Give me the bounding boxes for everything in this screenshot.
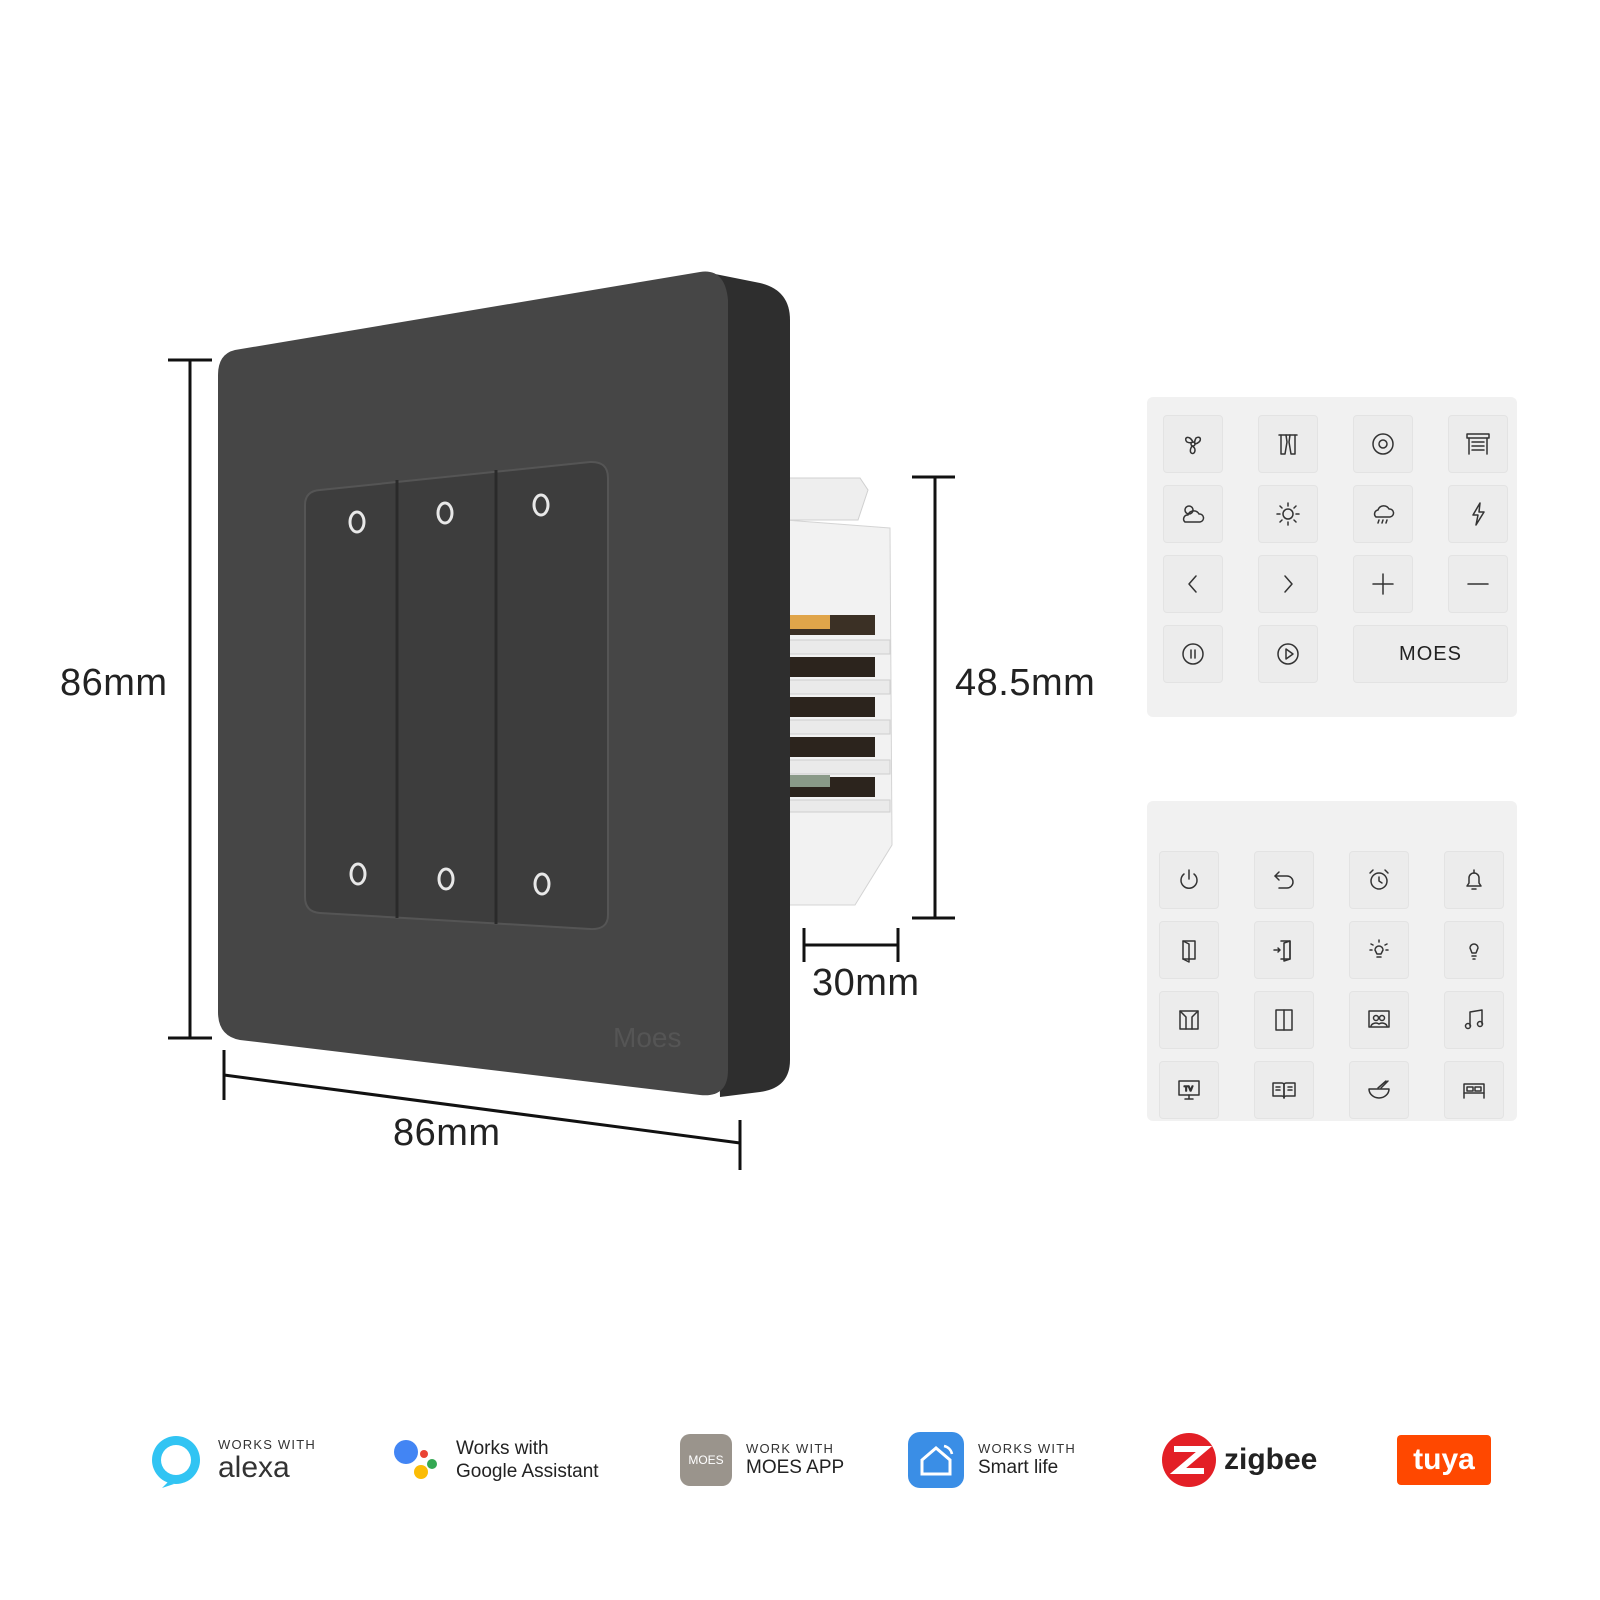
bulb-icon: [1444, 921, 1504, 979]
door-open-icon: [1159, 921, 1219, 979]
moes-main-text: MOES APP: [746, 1457, 845, 1478]
minus-icon: [1448, 555, 1508, 613]
dimension-lines: [168, 358, 955, 1170]
smart-life-badge: WORKS WITH Smart life: [908, 1410, 1076, 1510]
window-icon: [1159, 991, 1219, 1049]
play-icon: [1258, 625, 1318, 683]
alexa-top-text: WORKS WITH: [218, 1436, 316, 1452]
chevron-left-icon: [1163, 555, 1223, 613]
compatibility-badges: WORKS WITH alexa Works with Google Assis…: [0, 1410, 1600, 1510]
alexa-badge: WORKS WITH alexa: [148, 1410, 316, 1510]
switch-button-3[interactable]: [532, 493, 551, 896]
indicator-ring: [437, 867, 455, 891]
switch-button-2[interactable]: [436, 501, 455, 891]
chevron-right-icon: [1258, 555, 1318, 613]
google-main-text: Google Assistant: [456, 1461, 599, 1482]
indicator-ring: [349, 862, 367, 886]
switch-button-1[interactable]: [348, 510, 367, 886]
alarm-clock-icon: [1349, 851, 1409, 909]
smartlife-main-text: Smart life: [978, 1457, 1059, 1478]
google-top-text: Works with: [456, 1438, 549, 1459]
google-assistant-badge: Works with Google Assistant: [390, 1410, 599, 1510]
music-icon: [1444, 991, 1504, 1049]
svg-text:TV: TV: [1184, 1086, 1193, 1093]
plus-icon: [1353, 555, 1413, 613]
target-icon: [1353, 415, 1413, 473]
moes-app-icon: MOES: [680, 1434, 732, 1486]
curtain-icon: [1258, 415, 1318, 473]
rain-icon: [1353, 485, 1413, 543]
indicator-ring: [436, 501, 454, 525]
depth-label: 30mm: [812, 962, 920, 1004]
zigbee-text: zigbee: [1224, 1443, 1318, 1476]
moes-logo-key: MOES: [1353, 625, 1508, 683]
bulb-bright-icon: [1349, 921, 1409, 979]
zigbee-badge: zigbee: [1160, 1410, 1317, 1510]
lightning-icon: [1448, 485, 1508, 543]
alexa-main-text: alexa: [218, 1450, 290, 1484]
panel-icon: [1254, 991, 1314, 1049]
tv-icon: TV: [1159, 1061, 1219, 1119]
sun-icon: [1258, 485, 1318, 543]
icon-sticker-sheet-top: MOES: [1147, 397, 1517, 717]
back-module: [784, 477, 893, 906]
module-height-label: 48.5mm: [955, 662, 1096, 704]
bed-icon: [1444, 1061, 1504, 1119]
smartlife-top-text: WORKS WITH: [978, 1441, 1076, 1456]
indicator-ring: [533, 872, 551, 896]
cloudy-icon: [1163, 485, 1223, 543]
moes-app-badge: MOES WORK WITH MOES APP: [680, 1410, 844, 1510]
pause-icon: [1163, 625, 1223, 683]
zigbee-icon: [1162, 1433, 1216, 1487]
height-label: 86mm: [60, 662, 168, 704]
smart-life-icon: [908, 1432, 964, 1488]
moes-top-text: WORK WITH: [746, 1441, 835, 1456]
garage-icon: [1448, 415, 1508, 473]
icon-sticker-sheet-bottom: TV: [1147, 801, 1517, 1121]
tuya-badge: tuya: [1397, 1410, 1491, 1510]
indicator-ring: [532, 493, 550, 517]
undo-icon: [1254, 851, 1314, 909]
plate-brand-mark: Moes: [613, 1022, 681, 1053]
book-icon: [1254, 1061, 1314, 1119]
indicator-ring: [348, 510, 366, 534]
google-assistant-icon: [394, 1440, 437, 1479]
bowl-icon: [1349, 1061, 1409, 1119]
fan-icon: [1163, 415, 1223, 473]
power-icon: [1159, 851, 1219, 909]
people-icon: [1349, 991, 1409, 1049]
tuya-logo: tuya: [1397, 1435, 1491, 1485]
door-enter-icon: [1254, 921, 1314, 979]
button-frame: [304, 460, 609, 931]
width-label: 86mm: [393, 1112, 501, 1154]
alexa-icon: [152, 1436, 200, 1488]
bell-icon: [1444, 851, 1504, 909]
